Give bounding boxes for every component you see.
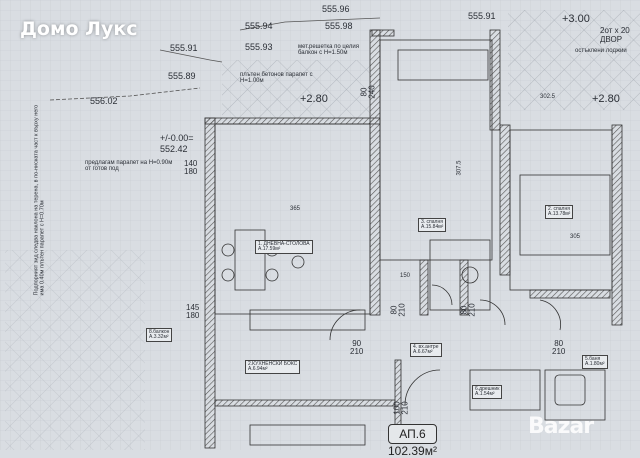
window-dimension: 145 180 <box>186 303 200 320</box>
door-dimension: 100 210 <box>392 401 410 415</box>
elevation-label: 556.02 <box>90 96 118 106</box>
apartment-number: АП.6 <box>388 424 437 444</box>
elevation-label: 555.91 <box>468 11 496 21</box>
door-dimension: 80 210 <box>459 303 477 317</box>
level-mark: 552.42 <box>160 144 188 154</box>
window-dimension: 140 180 <box>184 159 198 176</box>
door-dimension: 80 240 <box>359 85 377 99</box>
elevation-label: 555.93 <box>245 42 273 52</box>
note-retaining-wall: Подпорният зид следва наклона на терена,… <box>33 104 46 296</box>
elevation-label: 555.94 <box>245 21 273 31</box>
watermark-domo-luks: Домо Лукс <box>20 18 138 40</box>
note-courtyard: 2от х 20 ДВОР <box>600 26 630 45</box>
elevation-label: 555.89 <box>168 71 196 81</box>
room-dimension: 365 <box>290 206 301 212</box>
elevation-label: 555.98 <box>325 21 353 31</box>
note-loggia: остъклени лоджии <box>575 48 627 54</box>
terrace-right <box>508 10 640 110</box>
elevation-label: 555.96 <box>322 4 350 14</box>
room-dimension: 302.5 <box>540 94 556 100</box>
level-mark: +/-0.00= <box>160 133 194 143</box>
side-terrain <box>5 250 145 450</box>
door-dimension: 90 210 <box>350 339 364 356</box>
level-mark: +3.00 <box>562 13 590 25</box>
level-mark: +2.80 <box>592 93 620 105</box>
room-dimension: 307.5 <box>456 160 463 176</box>
door-dimension: 80 210 <box>552 339 566 356</box>
elevation-label: 555.91 <box>170 43 198 53</box>
balcony-left <box>222 60 372 118</box>
note-concrete-parapet: плътен бетонов парапет с Н=1.00м <box>240 72 313 84</box>
note-metal-railing: мет.решетка по целия балкон с Н=1.50м <box>298 44 360 56</box>
room-dimension: 150 <box>400 273 411 279</box>
bazar-logo-watermark: Bazar <box>528 414 594 439</box>
apartment-area: 102.39м² <box>388 444 437 458</box>
room-dimension: 305 <box>570 234 581 240</box>
door-dimension: 80 210 <box>389 303 407 317</box>
level-mark: +2.80 <box>300 93 328 105</box>
note-parapet-proposal: предлагам парапет на Н=0.90м от готов по… <box>85 160 173 172</box>
apartment-label: АП.6 102.39м² <box>388 424 437 458</box>
